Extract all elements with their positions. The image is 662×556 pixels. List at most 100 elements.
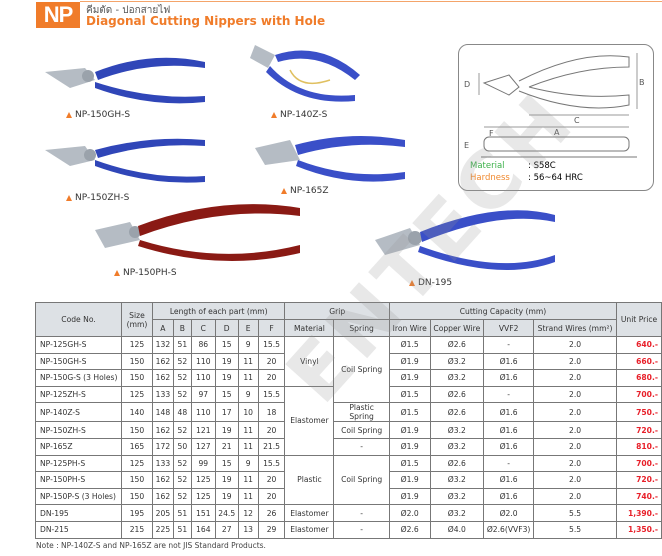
dim-cell: 162 — [151, 487, 174, 506]
capacity-cell: Ø1.6 — [483, 487, 535, 506]
dim-cell: 172 — [151, 437, 174, 456]
col-code: Code No. — [34, 302, 123, 337]
dim-cell: 125 — [121, 454, 153, 473]
capacity-cell: Ø2.6 — [429, 454, 485, 473]
price-cell: 720.- — [616, 421, 662, 439]
dim-cell: 51 — [172, 336, 192, 354]
spring-cell: Coil Spring — [333, 335, 390, 404]
dim-cell: 21 — [214, 437, 239, 456]
capacity-cell: 2.0 — [533, 352, 618, 371]
dimension-diagram: D B C A E F — [458, 44, 654, 191]
dim-cell: 110 — [190, 402, 216, 423]
col-e: E — [237, 319, 259, 337]
capacity-cell: Ø1.5 — [388, 402, 431, 423]
dim-cell: 20 — [257, 421, 286, 439]
capacity-cell: Ø1.6 — [483, 471, 535, 489]
capacity-cell: Ø1.5 — [388, 336, 431, 354]
capacity-cell: Ø2.6 — [429, 402, 485, 423]
capacity-cell: - — [483, 454, 535, 473]
dim-cell: 15.5 — [257, 336, 286, 354]
dim-d: D — [464, 80, 470, 89]
product-label: NP-150ZH-S — [66, 193, 129, 203]
col-b: B — [172, 319, 192, 337]
dim-cell: 15 — [214, 385, 239, 404]
plier-np-150gh-s-icon — [45, 57, 205, 104]
dim-cell: 150 — [121, 369, 153, 387]
dim-cell: 205 — [151, 504, 174, 522]
capacity-cell: Ø1.9 — [388, 437, 431, 456]
dim-cell: 86 — [190, 336, 216, 354]
dim-cell: 13 — [237, 520, 259, 539]
col-price: Unit Price — [616, 302, 662, 337]
col-d: D — [214, 319, 239, 337]
dim-cell: 150 — [121, 487, 153, 506]
dim-cell: 27 — [214, 520, 239, 539]
dim-f: F — [489, 129, 494, 138]
capacity-cell: Ø2.6(VVF3) — [483, 520, 535, 539]
capacity-cell: Ø2.0 — [483, 504, 535, 522]
plier-np-150zh-s-icon — [45, 138, 205, 183]
spring-cell: - — [333, 504, 390, 522]
capacity-cell: 5.5 — [533, 504, 618, 522]
col-vvf: VVF2 — [483, 319, 535, 337]
dim-cell: 9 — [237, 385, 259, 404]
dim-cell: 11 — [237, 421, 259, 439]
capacity-cell: 5.5 — [533, 520, 618, 539]
col-cutting: Cutting Capacity (mm) — [388, 302, 618, 320]
dim-cell: 162 — [151, 369, 174, 387]
dim-cell: 140 — [121, 402, 153, 423]
dim-cell: 26 — [257, 504, 286, 522]
dim-cell: 162 — [151, 471, 174, 489]
capacity-cell: Ø1.9 — [388, 421, 431, 439]
capacity-cell: Ø2.6 — [429, 385, 485, 404]
code-cell: NP-165Z — [34, 437, 123, 456]
np-badge: NP — [36, 2, 80, 28]
capacity-cell: Ø1.6 — [483, 421, 535, 439]
price-cell: 750.- — [616, 402, 662, 423]
product-label: NP-165Z — [281, 186, 329, 196]
dim-cell: 9 — [237, 336, 259, 354]
plier-dn-195-icon — [375, 210, 555, 270]
dim-cell: 125 — [121, 336, 153, 354]
product-label: NP-140Z-S — [271, 110, 327, 120]
col-size: Size (mm) — [121, 302, 153, 337]
dim-cell: 150 — [121, 471, 153, 489]
dim-cell: 52 — [172, 385, 192, 404]
dim-cell: 52 — [172, 471, 192, 489]
dim-e: E — [464, 141, 469, 150]
dim-cell: 162 — [151, 352, 174, 371]
dim-cell: 99 — [190, 454, 216, 473]
dim-cell: 50 — [172, 437, 192, 456]
capacity-cell: 2.0 — [533, 369, 618, 387]
capacity-cell: 2.0 — [533, 385, 618, 404]
triangle-marker-icon — [409, 280, 415, 286]
capacity-cell: - — [483, 336, 535, 354]
dim-cell: 110 — [190, 369, 216, 387]
page-title: Diagonal Cutting Nippers with Hole — [86, 14, 326, 28]
capacity-cell: 2.0 — [533, 402, 618, 423]
capacity-cell: Ø3.2 — [429, 471, 485, 489]
dim-cell: 110 — [190, 352, 216, 371]
triangle-marker-icon — [271, 112, 277, 118]
dim-cell: 195 — [121, 504, 153, 522]
capacity-cell: Ø1.9 — [388, 471, 431, 489]
dim-cell: 15 — [214, 454, 239, 473]
capacity-cell: Ø4.0 — [429, 520, 485, 539]
price-cell: 810.- — [616, 437, 662, 456]
dim-cell: 15.5 — [257, 385, 286, 404]
col-spring: Spring — [333, 319, 390, 337]
dim-cell: 11 — [237, 471, 259, 489]
dim-cell: 52 — [172, 454, 192, 473]
dim-cell: 11 — [237, 487, 259, 506]
capacity-cell: Ø3.2 — [429, 421, 485, 439]
triangle-marker-icon — [281, 188, 287, 194]
price-cell: 680.- — [616, 369, 662, 387]
material-cell: Elastomer — [284, 504, 335, 522]
code-cell: DN-195 — [34, 504, 123, 522]
code-cell: NP-140Z-S — [34, 402, 123, 423]
